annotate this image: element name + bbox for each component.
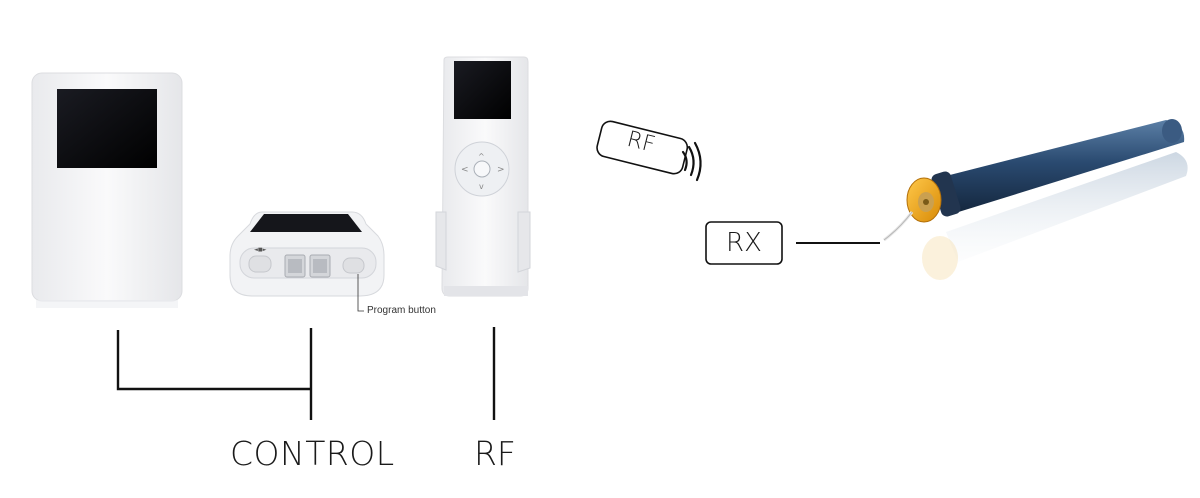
control-bracket [116,328,313,420]
signal-waves-icon [681,141,702,182]
remote-screen [454,61,511,119]
interface-left-button [248,255,272,273]
wall-panel-screen [57,89,157,168]
svg-text:v: v [479,182,484,191]
motor-head [906,177,942,223]
rx-badge [705,221,783,265]
rx-label: RX [726,228,762,258]
rf-signal-badge [596,120,689,175]
interface-box: ◄■► [229,211,385,312]
tubular-motor-reflection [922,152,1188,280]
svg-text:^: ^ [478,152,485,161]
svg-text:◄■►: ◄■► [254,247,267,253]
svg-text:<: < [461,165,469,175]
program-button-label: Program button [367,305,436,316]
handheld-remote: ^ v < > [435,56,531,297]
wall-control-panel [31,72,183,308]
control-label: CONTROL [230,434,395,473]
tubular-motor [883,119,1185,242]
svg-text:>: > [497,165,505,175]
rf-label: RF [474,434,516,473]
motor-cable [883,211,914,242]
program-button [342,257,365,274]
